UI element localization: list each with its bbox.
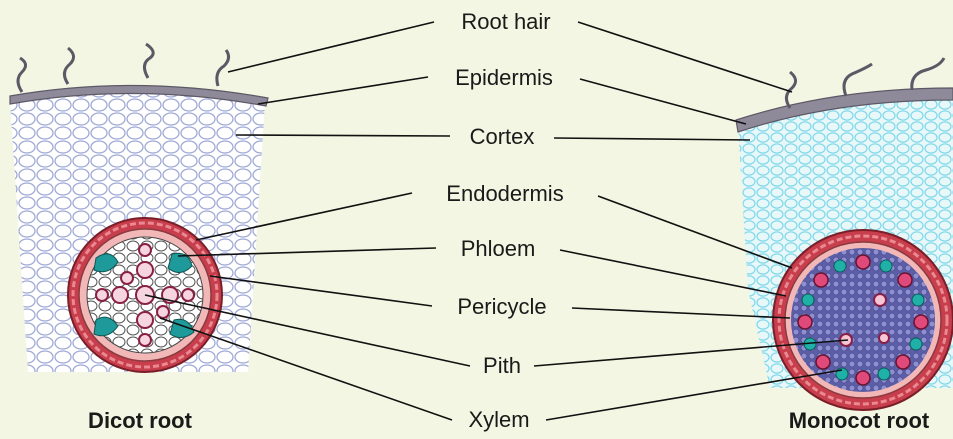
monocot-root-section [736, 58, 953, 410]
dicot-root-hair [64, 48, 73, 84]
label-cortex: Cortex [466, 126, 539, 148]
label-root-hair: Root hair [457, 11, 554, 33]
dicot-root-hair [18, 58, 26, 92]
monocot-stele [773, 230, 953, 410]
monocot-root-hair [912, 58, 944, 90]
label-epidermis: Epidermis [451, 67, 557, 89]
caption-monocot-root: Monocot root [789, 408, 930, 434]
dicot-root-section [10, 44, 268, 372]
dicot-root-hair [144, 44, 153, 78]
label-pericycle: Pericycle [453, 296, 550, 318]
label-xylem: Xylem [464, 409, 533, 431]
caption-dicot-root: Dicot root [88, 408, 192, 434]
dicot-root-hair [217, 50, 229, 86]
label-phloem: Phloem [457, 238, 540, 260]
monocot-root-hair [844, 64, 872, 96]
label-endodermis: Endodermis [442, 183, 567, 205]
label-pith: Pith [479, 355, 525, 377]
